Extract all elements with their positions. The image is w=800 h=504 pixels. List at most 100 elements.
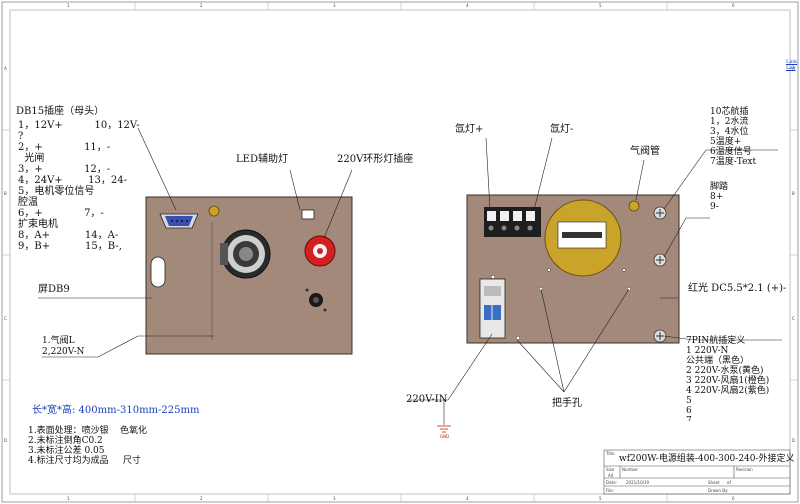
pin7-line: 4 220V-风扇2(紫色): [686, 386, 770, 396]
row-mark-b: B: [4, 191, 7, 196]
aviation-line: 10芯航插: [710, 107, 749, 117]
cooling-fan: [544, 199, 622, 277]
link-1[interactable]: Link: [786, 59, 798, 65]
pin7-list: 7PIN航插定义 1 220V-N 公共端（黑色） 2 220V-水泵(黄色) …: [686, 336, 769, 421]
row-mark-d-right: D: [792, 438, 796, 443]
row-mark-b-right: B: [792, 191, 795, 196]
db15-line: ?: [18, 131, 24, 142]
pin7-line: 1 220V-N: [686, 346, 729, 356]
pedal-list: 脚踏 8+ 9-: [710, 182, 728, 212]
pin7-line: 3 220V-风扇1(橙色): [686, 376, 770, 386]
row-mark-a: A: [4, 66, 7, 71]
db15-line: 8，A+ 14，A-: [18, 230, 119, 241]
pin7-line: 7: [686, 416, 692, 421]
pedal-line: 9-: [710, 202, 719, 212]
power-knob: [305, 288, 327, 312]
col-mark-4-bottom: 4: [466, 496, 469, 501]
file-label: File:: [606, 488, 615, 493]
db15-line: 腔温: [18, 197, 38, 208]
red-light-label: 红光 DC5.5*2.1 (+)-: [688, 283, 787, 294]
indicator-led: [208, 205, 220, 217]
date-label: Date:: [606, 480, 617, 485]
title-label: Title: [606, 451, 615, 456]
left-leaders: [38, 127, 353, 358]
db9-label: 屏DB9: [38, 284, 70, 295]
pedal-line: 脚踏: [710, 182, 729, 192]
number-label: Number: [622, 467, 639, 472]
drawn-by-label: Drawn By:: [708, 488, 729, 493]
col-mark-6-bottom: 6: [732, 496, 735, 501]
col-mark-2-bottom: 2: [200, 496, 203, 501]
note-line: 2.未标注倒角C0.2: [28, 436, 103, 446]
sheet-label: Sheet: [708, 480, 720, 485]
col-mark-3-bottom: 3: [333, 496, 336, 501]
ground-symbol: [437, 425, 451, 433]
ring-light-socket: [304, 235, 336, 267]
row-mark-c: C: [4, 316, 7, 321]
valve-tube-port: [628, 200, 640, 212]
col-mark-2: 2: [200, 3, 203, 8]
db15-connector: [159, 213, 199, 229]
right-leaders: [408, 137, 782, 425]
db15-line: 扩束电机: [18, 219, 58, 230]
pin7-line: 公共端（黑色）: [686, 356, 750, 366]
xenon-plus-label: 氙灯+: [455, 124, 484, 135]
col-mark-6: 6: [732, 3, 735, 8]
ac-in-label: 220V-IN: [406, 394, 448, 405]
col-mark-4: 4: [466, 3, 469, 8]
xenon-minus-label: 氙灯-: [550, 124, 574, 135]
db15-line: 5，电机零位信号: [18, 186, 95, 197]
title-block: [603, 449, 791, 495]
db15-title: DB15插座（母头）: [16, 106, 105, 117]
aviation-line: 5温度+: [710, 137, 742, 147]
handle-hole-label: 把手孔: [552, 398, 582, 409]
aviation-line: 7温度-Text: [710, 157, 757, 167]
note-line: 3.未标注公差 0.05: [28, 446, 105, 456]
gnd-label: GND: [440, 434, 450, 439]
valve-tube-label: 气阀管: [630, 146, 660, 157]
size-label: Size: [606, 467, 615, 472]
aviation-line: 3，4水位: [710, 127, 749, 137]
note-line: 4.标注尺寸均为成品 尺寸: [28, 456, 141, 466]
db15-line: 3，+ 12，-: [18, 164, 111, 175]
terminal-block: [484, 207, 541, 237]
aviation-line: 6温度信号: [710, 147, 752, 157]
col-mark-5: 5: [599, 3, 602, 8]
dimensions-label: 长*宽*高: 400mm-310mm-225mm: [32, 405, 200, 416]
sheet-of-label: of: [727, 480, 731, 485]
db15-line: 6，+ 7，-: [18, 208, 104, 219]
inner-frame: [9, 9, 791, 495]
aviation-plug-list: 10芯航插 1，2水流 3，4水位 5温度+ 6温度信号 7温度-Text: [710, 107, 756, 167]
pedal-line: 8+: [710, 192, 724, 202]
circuit-breaker: [479, 278, 506, 339]
drawing-title: wf200W-电源组装-400-300-240-外接定义: [619, 454, 795, 464]
col-mark-1-bottom: 1: [67, 496, 70, 501]
db15-line: 光闸: [18, 153, 45, 164]
led-aux-light-label: LED辅助灯: [236, 154, 288, 165]
link-2[interactable]: Lab: [786, 65, 796, 71]
row-mark-a-right: A: [792, 66, 795, 71]
notes-list: 1.表面处理：喷沙银 色氧化 2.未标注倒角C0.2 3.未标注公差 0.05 …: [28, 426, 147, 466]
pin7-line: 5: [686, 396, 692, 406]
db15-line: 1，12V+ 10，12V-: [18, 120, 140, 131]
col-mark-3: 3: [333, 3, 336, 8]
db15-pin-list: 1，12V+ 10，12V- ? 2，+ 11，- 光闸 3，+ 12，- 4，…: [18, 120, 140, 252]
ring-light-socket-label: 220V环形灯插座: [337, 154, 414, 165]
pin7-line: 7PIN航插定义: [686, 336, 746, 346]
db9-slot: [150, 256, 166, 288]
pin7-line: 2 220V-水泵(黄色): [686, 366, 764, 376]
db15-line: 4，24V+ 13，24-: [18, 175, 127, 186]
panel-screws: [490, 206, 667, 343]
valve-label-1: 1.气阀L: [42, 336, 75, 346]
led-socket: [301, 209, 315, 220]
pin7-line: 6: [686, 406, 692, 416]
fan-unit: [220, 229, 271, 279]
valve-label-2: 2,220V-N: [42, 347, 85, 357]
aviation-line: 1，2水流: [710, 117, 749, 127]
db15-line: 2，+ 11，-: [18, 142, 111, 153]
row-mark-c-right: C: [792, 316, 795, 321]
db15-line: 9，B+ 15，B-,: [18, 241, 122, 252]
